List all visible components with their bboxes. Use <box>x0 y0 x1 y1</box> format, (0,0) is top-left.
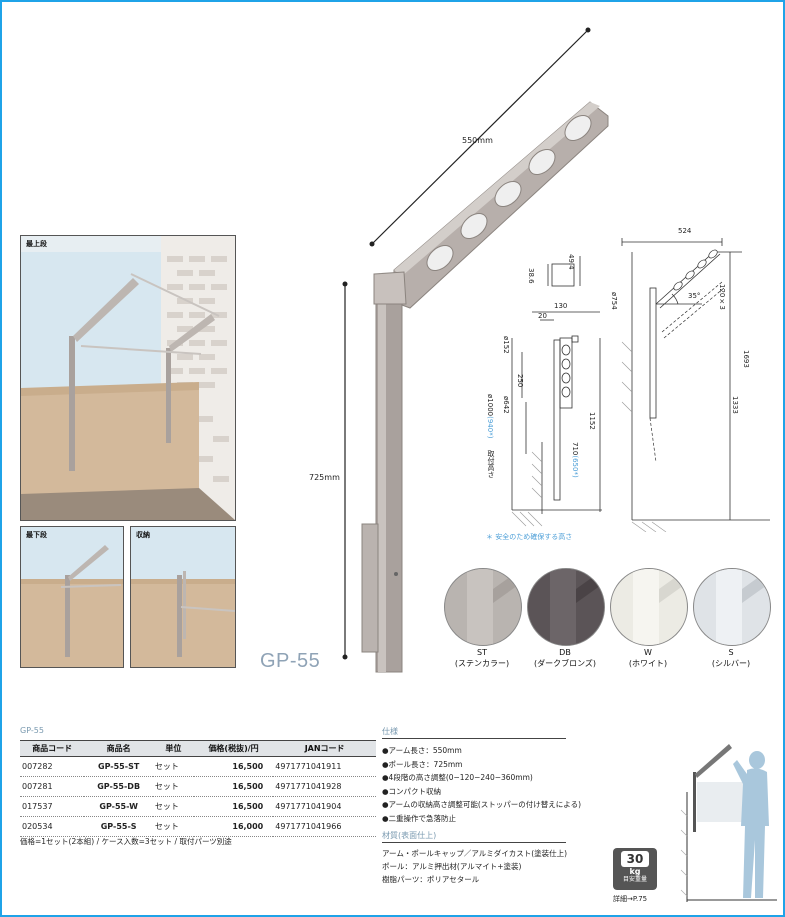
table-header-row: 商品コード 商品名 単位 価格(税抜)/円 JANコード <box>20 740 376 757</box>
drawing-label-mounting-height: 取付高さ <box>487 450 495 478</box>
swatch-w[interactable] <box>610 568 688 646</box>
cell-jan: 4971771041966 <box>273 816 376 837</box>
arm-length-dimension: 550mm <box>462 136 493 145</box>
cell-jan: 4971771041911 <box>273 756 376 777</box>
header-code: 商品コード <box>20 740 85 757</box>
drawing-dim-angle: 35° <box>688 292 701 300</box>
scene-top-label: 最上段 <box>26 240 47 248</box>
scene-bottom-illustration <box>21 527 123 667</box>
cell-code: 017537 <box>20 796 85 817</box>
drawing-dim-38-6: 38.6 <box>527 268 535 284</box>
drawing-dim-1000: ø1000(940*) <box>486 394 494 439</box>
drawing-dim-250: 250 <box>516 374 524 388</box>
drawing-dim-524: 524 <box>678 227 692 235</box>
drawing-safety-note: ＊ 安全のため確保する高さ <box>486 533 573 541</box>
scene-stowed-illustration <box>131 527 235 667</box>
spec-divider <box>382 738 566 739</box>
cell-jan: 4971771041904 <box>273 796 376 817</box>
product-main-illustration <box>342 27 609 673</box>
material-item: 樹脂パーツ：ポリアセタール <box>382 875 480 884</box>
cell-unit: セット <box>152 816 194 837</box>
scene-stowed-label: 収納 <box>136 531 150 539</box>
drawing-dim-120x3: 120×3 <box>718 284 726 310</box>
drawing-dim-1333: 1333 <box>731 396 739 414</box>
cell-unit: セット <box>152 776 194 797</box>
drawing-dim-20: 20 <box>538 312 547 320</box>
spec-item: ●二重操作で急落防止 <box>382 813 457 823</box>
drawing-dim-754: ø754 <box>610 292 618 310</box>
swatch-db-label: DB(ダークブロンズ) <box>533 648 597 668</box>
weight-badge: 30 kg 目安重量 <box>613 848 657 890</box>
weight-badge-unit: kg <box>629 867 641 876</box>
table-row: 020534 GP-55-S セット 16,000 4971771041966 <box>20 816 376 837</box>
product-title: GP-55 <box>260 650 321 672</box>
scene-bottom-position: 最下段 <box>20 526 124 668</box>
cell-name: GP-55-DB <box>84 776 153 797</box>
detail-reference: 詳細→P.75 <box>613 895 648 903</box>
swatch-s-label: S(シルバー) <box>711 648 751 668</box>
material-list: アーム・ポールキャップ／アルミダイカスト(塗装仕上) ポール：アルミ押出材(アル… <box>382 847 567 886</box>
spec-item: ●ポール長さ：725mm <box>382 759 463 769</box>
drawing-dim-710: 710(650*) <box>571 442 579 478</box>
technical-drawing-side <box>511 256 602 527</box>
drawing-dim-642: ø642 <box>502 396 510 414</box>
cell-code: 007282 <box>20 756 85 777</box>
table-row: 017537 GP-55-W セット 16,500 4971771041904 <box>20 796 376 817</box>
swatch-st[interactable] <box>444 568 522 646</box>
drawing-dim-1152: 1152 <box>588 412 596 430</box>
pole-length-dimension: 725mm <box>309 473 340 482</box>
material-item: アーム・ポールキャップ／アルミダイカスト(塗装仕上) <box>382 849 568 858</box>
table-footnote: 価格=1セット(2本組) / ケース入数=3セット / 取付パーツ別途 <box>20 837 232 846</box>
weight-badge-label: 目安重量 <box>622 876 647 883</box>
cell-code: 007281 <box>20 776 85 797</box>
scene-top-illustration <box>21 236 235 520</box>
material-heading: 材質(表面仕上) <box>382 831 437 840</box>
cell-name: GP-55-ST <box>84 756 153 777</box>
swatch-w-label: W(ホワイト) <box>628 648 668 668</box>
table-row: 007282 GP-55-ST セット 16,500 4971771041911 <box>20 756 376 777</box>
swatch-st-label: ST(ステンカラー) <box>454 648 510 668</box>
scene-top-position: 最上段 <box>20 235 236 521</box>
cell-name: GP-55-W <box>84 796 153 817</box>
table-row: 007281 GP-55-DB セット 16,500 4971771041928 <box>20 776 376 797</box>
spec-list: ●アーム長さ：550mm ●ポール長さ：725mm ●4段階の高さ調整(0−12… <box>382 744 581 825</box>
table-caption: GP-55 <box>20 726 44 735</box>
technical-drawing-arm <box>621 238 770 532</box>
swatch-s[interactable] <box>693 568 771 646</box>
scene-stowed: 収納 <box>130 526 236 668</box>
header-price: 価格(税抜)/円 <box>193 740 274 757</box>
header-unit: 単位 <box>152 740 194 757</box>
spec-heading: 仕様 <box>382 727 398 736</box>
spec-item: ●4段階の高さ調整(0−120−240−360mm) <box>382 773 533 782</box>
cell-price: 16,500 <box>193 776 274 797</box>
swatch-db[interactable] <box>527 568 605 646</box>
material-item: ポール：アルミ押出材(アルマイト+塗装) <box>382 862 522 871</box>
drawing-dim-130: 130 <box>554 302 568 310</box>
drawing-dim-152: ø152 <box>502 336 510 354</box>
person-illustration <box>677 730 777 902</box>
header-name: 商品名 <box>84 740 153 757</box>
scene-bottom-label: 最下段 <box>26 531 47 539</box>
cell-unit: セット <box>152 796 194 817</box>
cell-unit: セット <box>152 756 194 777</box>
spec-item: ●コンパクト収納 <box>382 786 442 796</box>
drawing-dim-49-4: 49.4 <box>567 254 575 270</box>
cell-code: 020534 <box>20 816 85 837</box>
cell-price: 16,000 <box>193 816 274 837</box>
material-divider <box>382 842 566 843</box>
price-table: 商品コード 商品名 単位 価格(税抜)/円 JANコード 007282 GP-5… <box>20 740 376 837</box>
header-jan: JANコード <box>273 740 376 757</box>
cell-price: 16,500 <box>193 796 274 817</box>
cell-jan: 4971771041928 <box>273 776 376 797</box>
cell-price: 16,500 <box>193 756 274 777</box>
drawing-dim-1693: 1693 <box>742 350 750 368</box>
spec-item: ●アームの収納高さ調整可能(ストッパーの付け替えによる) <box>382 800 581 809</box>
spec-item: ●アーム長さ：550mm <box>382 746 462 755</box>
cell-name: GP-55-S <box>84 816 153 837</box>
weight-badge-value: 30 <box>621 851 649 867</box>
